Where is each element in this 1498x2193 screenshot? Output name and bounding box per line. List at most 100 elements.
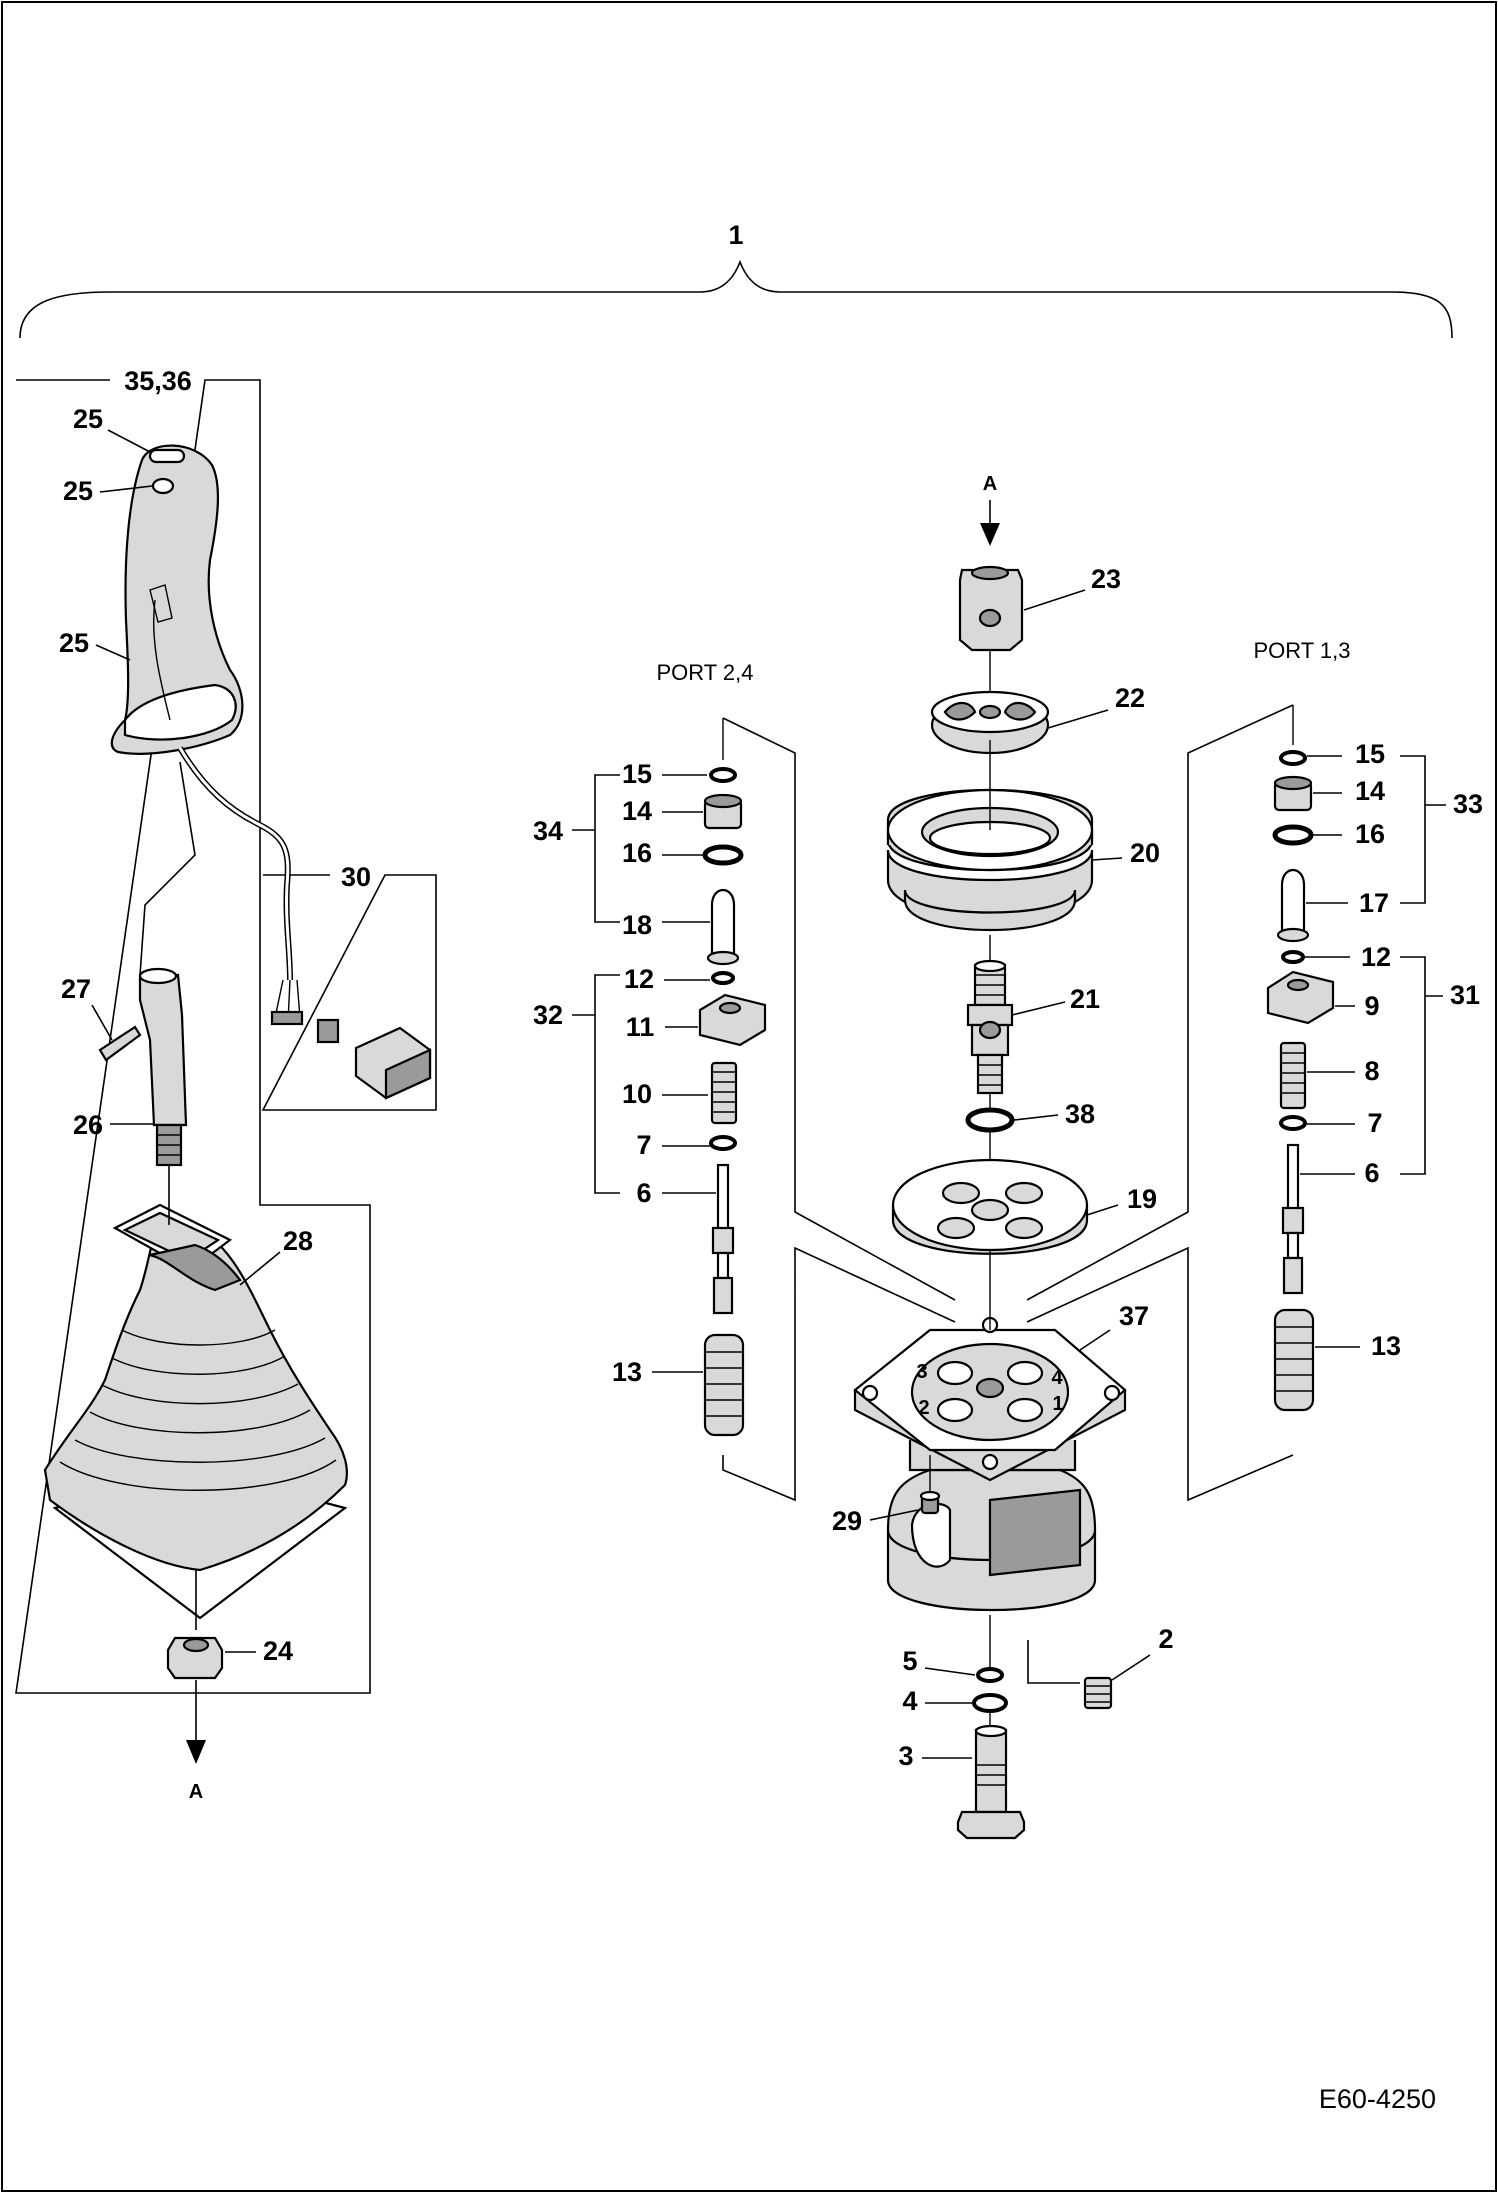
adapter-part (958, 565, 1024, 652)
callout-17: 17 (1359, 888, 1389, 918)
callout-19: 19 (1127, 1184, 1157, 1214)
pin-part (98, 1025, 142, 1062)
callout-32: 32 (533, 1000, 563, 1030)
callout-3: 3 (898, 1741, 913, 1771)
callout-11: 11 (626, 1012, 655, 1042)
hole-label-1: 1 (1052, 1393, 1063, 1415)
spring-8-right (1279, 1041, 1307, 1110)
arrow-down-icon-top (980, 523, 1000, 546)
grip-to-lever-line (139, 761, 196, 976)
callout-5: 5 (902, 1646, 917, 1676)
figure-code: E60-4250 (1319, 2084, 1436, 2114)
callout-37: 37 (1119, 1301, 1149, 1331)
callout-10: 10 (622, 1079, 652, 1109)
hole-label-4: 4 (1051, 1367, 1063, 1389)
callout-6-right: 6 (1364, 1158, 1379, 1188)
set-screw-part (1083, 1676, 1113, 1710)
o-ring-16-left (702, 844, 744, 866)
callout-1: 1 (728, 220, 743, 250)
spring-10-left (710, 1061, 738, 1125)
o-ring-15-left (709, 767, 737, 783)
port-plate-part (891, 1158, 1089, 1255)
callout-21: 21 (1070, 984, 1100, 1014)
lever-shaft-part (138, 967, 188, 1167)
callout-18: 18 (622, 910, 652, 940)
flow-mark-top: A (983, 473, 997, 495)
callout-4: 4 (902, 1686, 917, 1716)
plug-part (919, 1490, 941, 1515)
assembly-brace (19, 259, 1453, 339)
joystick-grip-part (110, 444, 244, 755)
washer-7-left (709, 1135, 737, 1151)
pusher-18-left (706, 888, 740, 966)
hole-label-2: 2 (918, 1397, 929, 1419)
callout-2: 2 (1158, 1624, 1173, 1654)
callout-7-left: 7 (636, 1130, 651, 1160)
port-right-bracket (1026, 704, 1294, 1502)
callout-31: 31 (1450, 980, 1480, 1010)
o-ring-small-part (972, 1693, 1008, 1713)
spring-13-left (703, 1333, 745, 1437)
callout-15-left: 15 (622, 759, 652, 789)
wiring-connector-part (270, 979, 432, 1100)
hole-label-3: 3 (916, 1361, 927, 1383)
washer-7-right (1279, 1115, 1307, 1131)
callout-7-right: 7 (1367, 1108, 1382, 1138)
fitting-part (956, 1724, 1026, 1840)
callout-14-left: 14 (622, 796, 652, 826)
grip-cable (177, 746, 293, 981)
plate-part (930, 690, 1050, 755)
washer-part (976, 1667, 1004, 1683)
callout-8: 8 (1364, 1056, 1379, 1086)
nut-part (166, 1636, 224, 1680)
callout-24: 24 (263, 1636, 293, 1666)
callout-22: 22 (1115, 683, 1145, 713)
o-ring-part (965, 1107, 1015, 1133)
callout-12-left: 12 (624, 964, 654, 994)
seal-14-right (1273, 775, 1313, 812)
callout-16-left: 16 (622, 838, 652, 868)
guide-11-left (698, 993, 767, 1047)
callout-9: 9 (1364, 991, 1379, 1021)
callout-25-b: 25 (63, 476, 93, 506)
seal-14-left (703, 793, 743, 830)
callout-34: 34 (533, 816, 563, 846)
callout-12-right: 12 (1361, 942, 1391, 972)
callout-14-right: 14 (1355, 776, 1385, 806)
handle-group-box (15, 379, 371, 1694)
callout-13-left: 13 (612, 1357, 642, 1387)
spring-13-right (1273, 1308, 1315, 1412)
callout-13-right: 13 (1371, 1331, 1401, 1361)
callout-28: 28 (283, 1226, 313, 1256)
spool-6-right (1281, 1143, 1305, 1295)
o-ring-16-right (1272, 824, 1314, 846)
port-left-bracket (722, 717, 956, 1502)
callout-25-c: 25 (59, 628, 89, 658)
callout-16-right: 16 (1355, 819, 1385, 849)
spool-6-left (711, 1163, 735, 1315)
ring-12-left (711, 971, 735, 985)
callout-15-right: 15 (1355, 739, 1385, 769)
port-label-left: PORT 2,4 (656, 660, 753, 685)
callout-25-a: 25 (73, 404, 103, 434)
callout-26: 26 (73, 1110, 103, 1140)
callout-20: 20 (1130, 838, 1160, 868)
ring-12-right (1281, 950, 1305, 964)
callout-38: 38 (1065, 1099, 1095, 1129)
callout-29: 29 (832, 1506, 862, 1536)
callout-30: 30 (341, 862, 371, 892)
flow-mark-bottom: A (189, 1781, 203, 1803)
callout-23: 23 (1091, 564, 1121, 594)
arrow-down-icon (186, 1740, 206, 1764)
callout-33: 33 (1453, 789, 1483, 819)
callout-6-left: 6 (636, 1178, 651, 1208)
pivot-joint-part (966, 959, 1014, 1095)
callout-35-36: 35,36 (124, 366, 192, 396)
o-ring-15-right (1279, 750, 1307, 766)
guide-9-right (1266, 970, 1335, 1025)
pusher-17-right (1276, 868, 1310, 943)
wiring-group-box (261, 874, 437, 1111)
callout-27: 27 (61, 974, 91, 1004)
